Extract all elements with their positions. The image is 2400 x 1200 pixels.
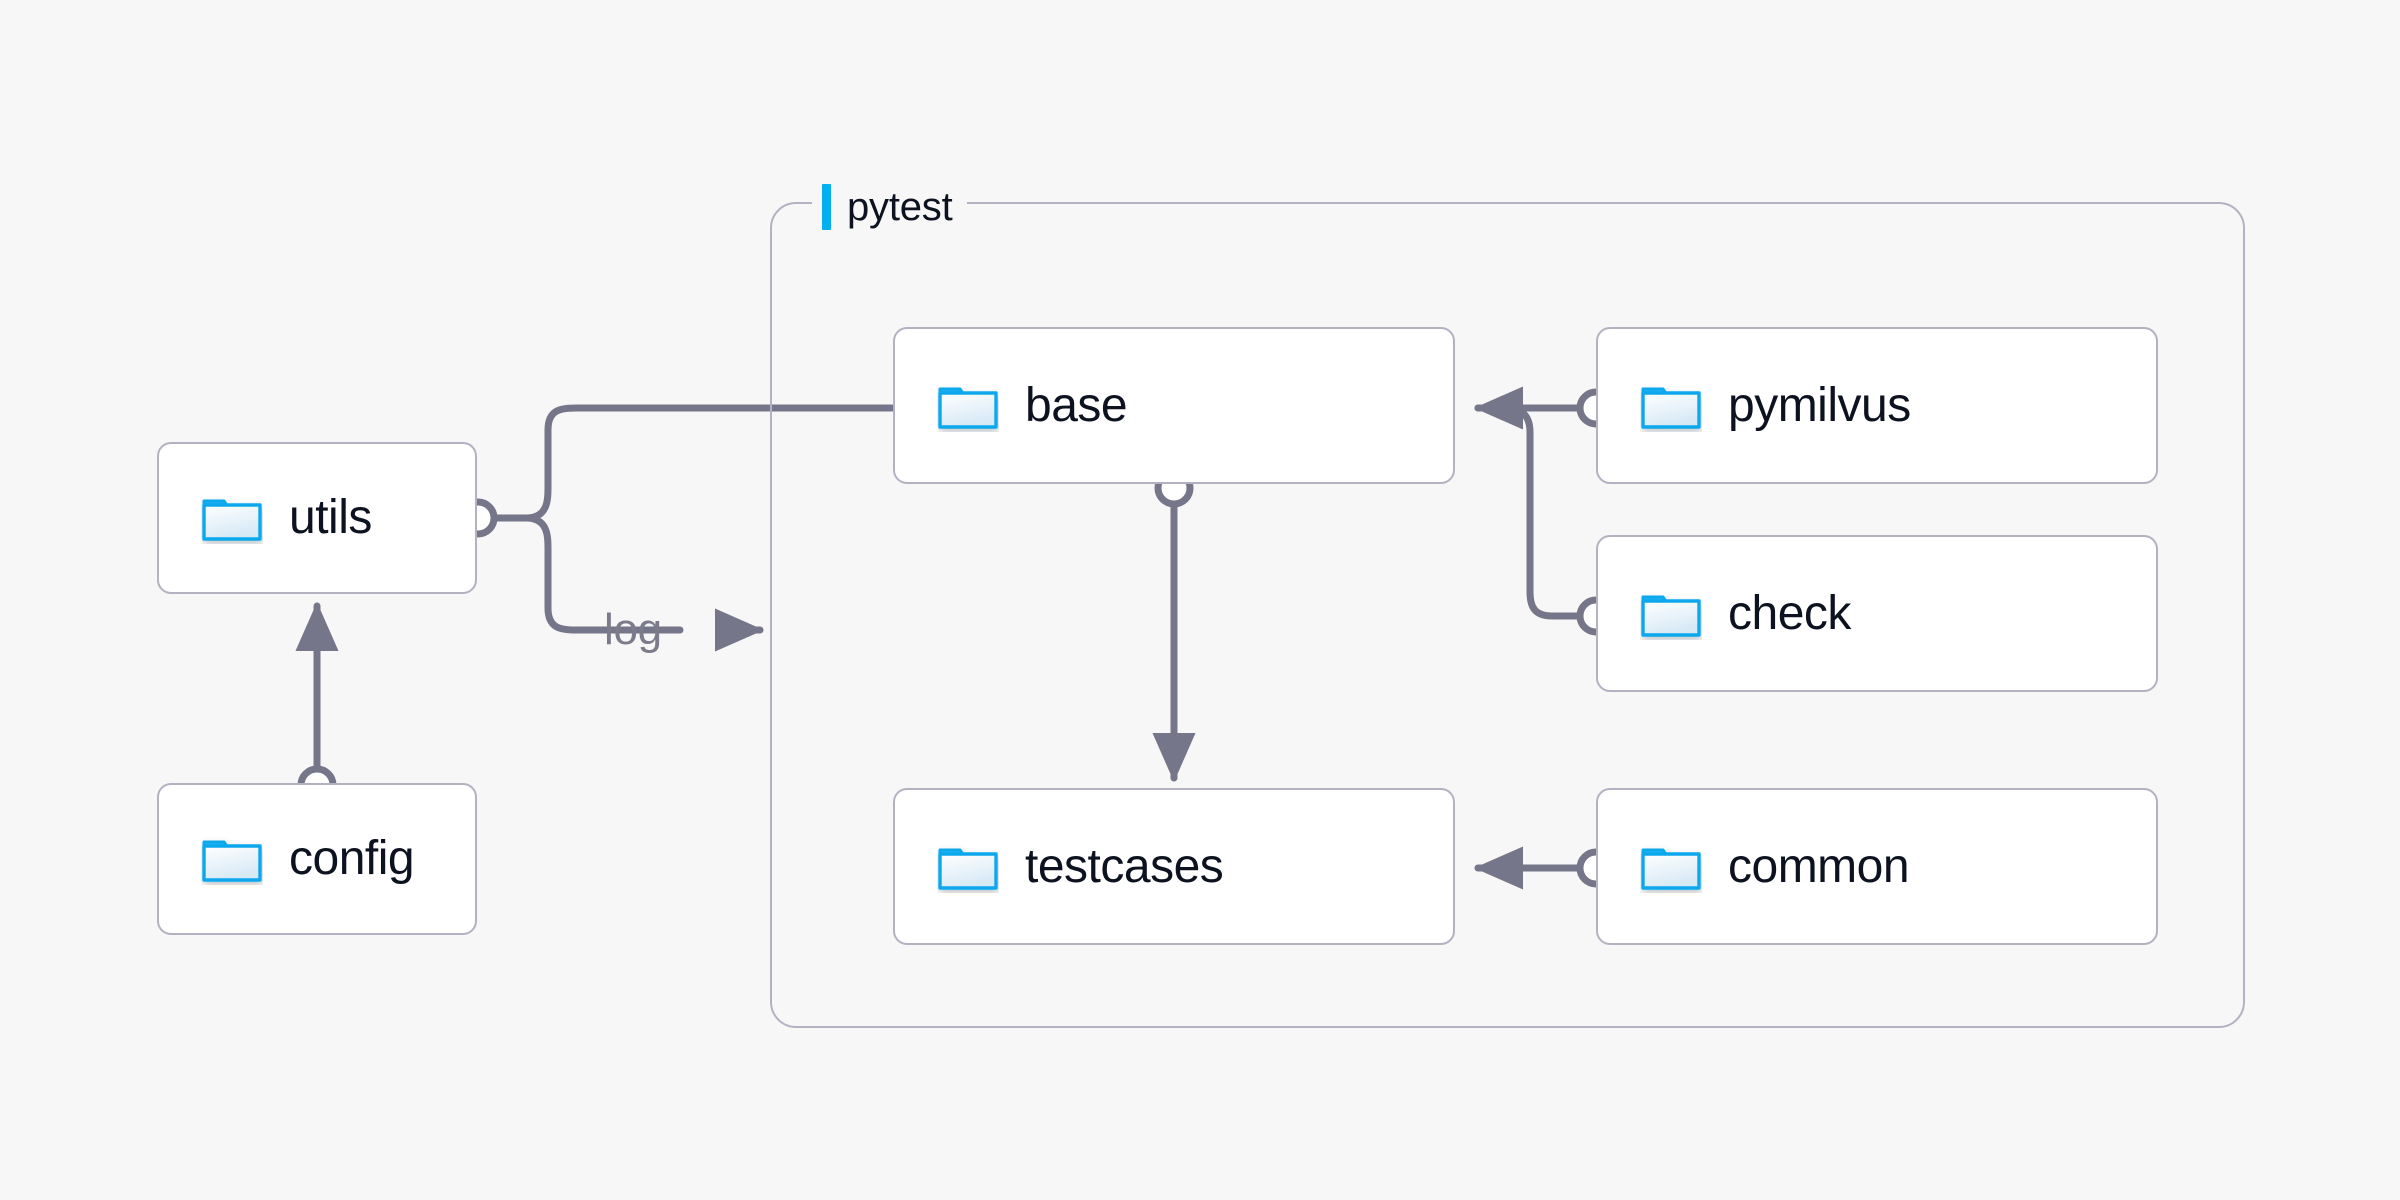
folder-icon: [202, 499, 262, 541]
node-label-config: config: [289, 832, 415, 885]
node-label-common: common: [1728, 839, 1910, 893]
node-base[interactable]: base: [893, 327, 1455, 484]
folder-icon: [1641, 848, 1701, 890]
node-utils[interactable]: utils: [157, 442, 477, 594]
folder-icon: [938, 387, 998, 429]
node-label-base: base: [1025, 378, 1128, 432]
node-label-testcases: testcases: [1025, 839, 1224, 893]
node-label-utils: utils: [289, 491, 372, 544]
accent-bar-icon: [822, 184, 831, 230]
node-common[interactable]: common: [1596, 788, 2158, 945]
edge-label-log: log: [604, 605, 662, 654]
folder-icon: [1641, 387, 1701, 429]
node-pymilvus[interactable]: pymilvus: [1596, 327, 2158, 484]
folder-icon: [1641, 595, 1701, 637]
node-check[interactable]: check: [1596, 535, 2158, 692]
group-container-pytest[interactable]: [770, 202, 2245, 1028]
node-label-pymilvus: pymilvus: [1728, 378, 1911, 432]
node-label-check: check: [1728, 586, 1851, 640]
node-config[interactable]: config: [157, 783, 477, 935]
node-testcases[interactable]: testcases: [893, 788, 1455, 945]
group-label-pytest: pytest: [812, 180, 967, 234]
group-label-text: pytest: [847, 185, 953, 229]
folder-icon: [938, 848, 998, 890]
folder-icon: [202, 840, 262, 882]
